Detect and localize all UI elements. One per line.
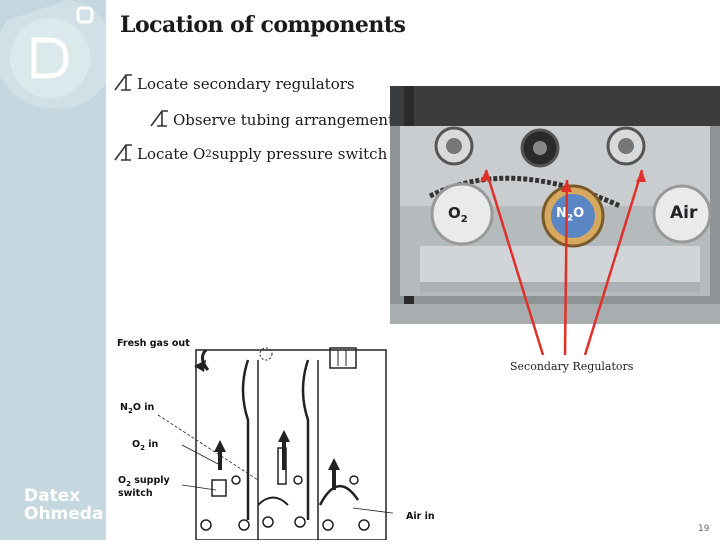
bullet-number-icon: [112, 142, 134, 166]
bullet-tubing: Observe tubing arrangement: [148, 108, 394, 132]
label-air-in: Air in: [406, 511, 435, 522]
label-n2o-in: N2O in: [120, 402, 155, 415]
sidebar: Datex Ohmeda: [0, 0, 106, 540]
regulators-photo-drawing: [390, 86, 720, 324]
bullet-text: Locate secondary regulators: [137, 75, 355, 93]
slide-title: Location of components: [120, 12, 406, 38]
knob-air-label: Air: [670, 203, 698, 223]
bullet-secondary-regulators: Locate secondary regulators: [112, 72, 355, 96]
photo-caption: Secondary Regulators: [510, 360, 634, 373]
label-fresh-gas-out: Fresh gas out: [117, 338, 190, 349]
knob-n2o-label: N2O: [556, 206, 585, 224]
tubing-diagram-drawing: [157, 347, 409, 541]
bullet-text-after: supply pressure switch: [211, 145, 388, 163]
datex-ohmeda-logo-icon: [0, 0, 106, 109]
knob-o2-label: O2: [448, 204, 468, 225]
bullet-subscript: 2: [205, 148, 212, 160]
brand-line-2: Ohmeda: [24, 504, 104, 524]
page-number: 19: [698, 524, 710, 534]
bullet-number-icon: [148, 108, 170, 132]
bullet-text: Observe tubing arrangement: [173, 111, 395, 129]
bullet-number-icon: [112, 72, 134, 96]
label-o2-in: O2 in: [132, 439, 159, 452]
brand-line-1: Datex: [24, 486, 81, 506]
brand-name: Datex Ohmeda: [24, 487, 104, 523]
bullet-text: Locate O: [137, 145, 206, 163]
regulators-photo: O2 N2O Air: [390, 86, 720, 324]
